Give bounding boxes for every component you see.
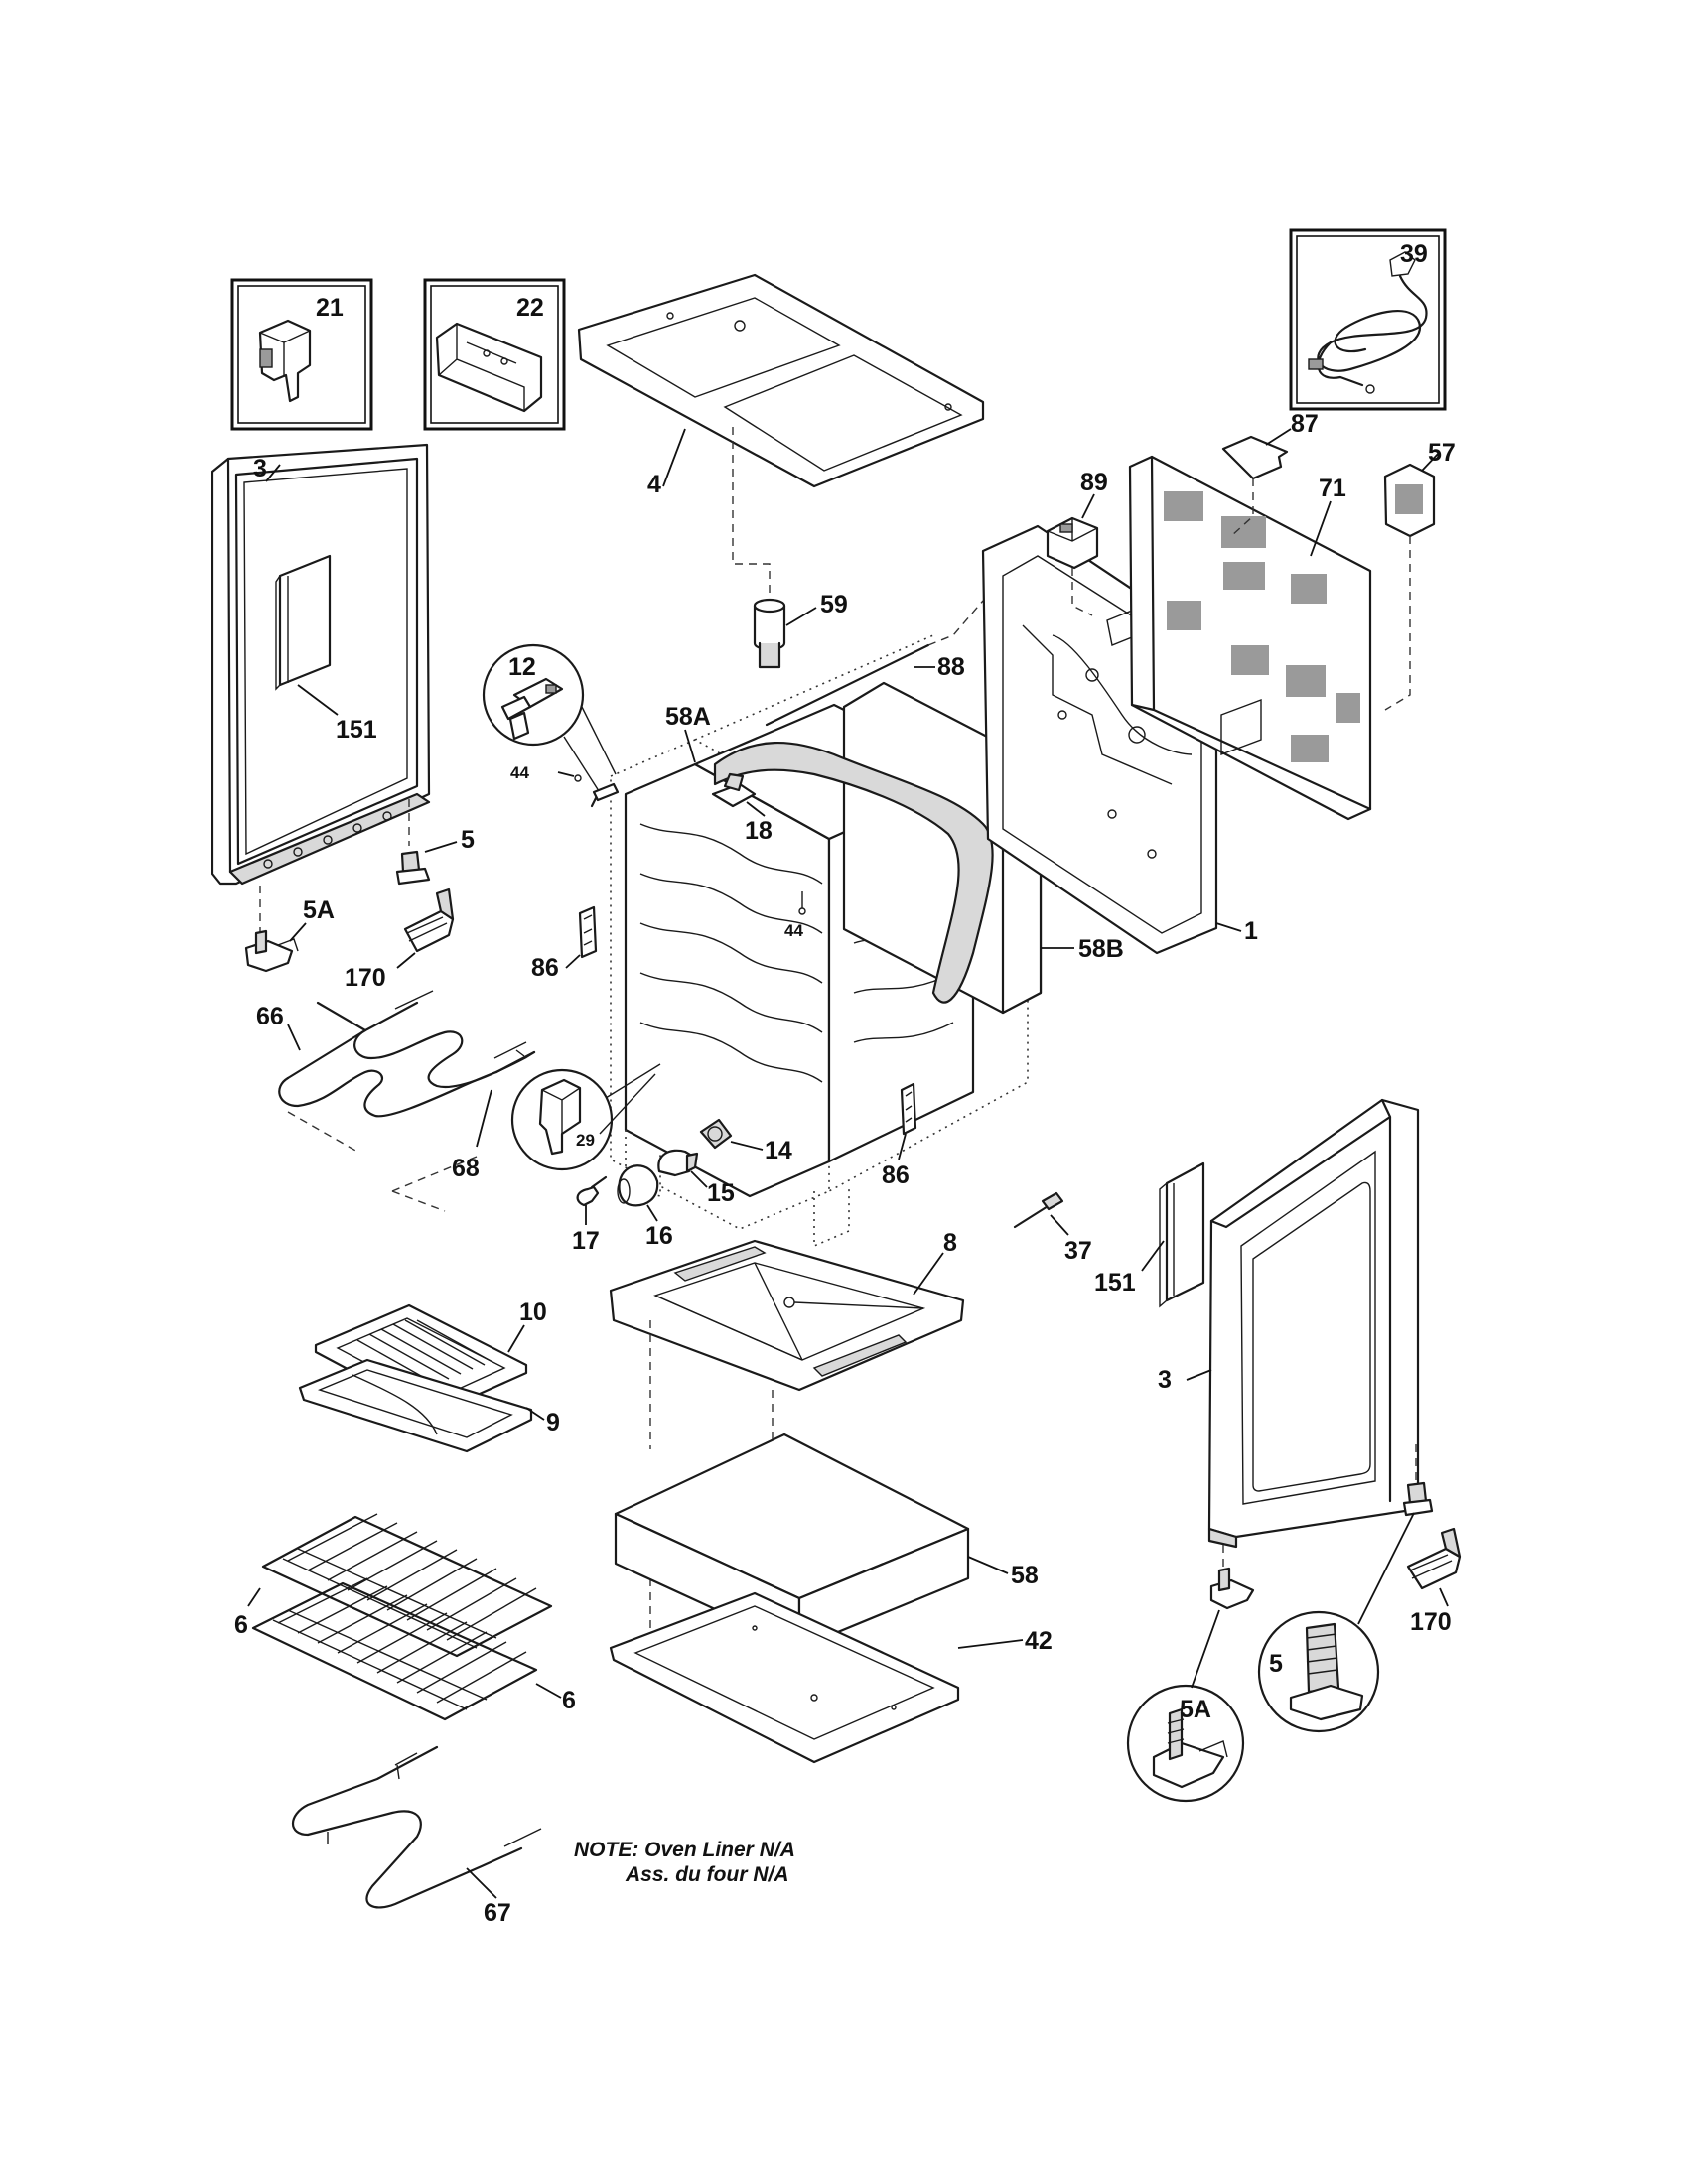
part-label-58b: 58B	[1078, 935, 1124, 963]
part-39-detail-box[interactable]: 39	[1289, 228, 1447, 411]
part-label-59: 59	[820, 591, 848, 618]
leveling-leg-5-left[interactable]	[395, 850, 431, 886]
lens-clip-17[interactable]	[576, 1175, 608, 1207]
leveling-detail-5-right[interactable]: 5	[1257, 1610, 1380, 1733]
vent-slots	[1164, 491, 1360, 762]
part-label-18: 18	[745, 817, 773, 845]
part-label-57: 57	[1428, 439, 1456, 467]
leveling-bracket-5a-left[interactable]	[244, 929, 299, 973]
part-label-58: 58	[1011, 1562, 1039, 1589]
part-label-17: 17	[572, 1227, 600, 1255]
note-line-1: NOTE: Oven Liner N/A	[574, 1839, 795, 1861]
part-label-42: 42	[1025, 1627, 1053, 1655]
note-line-2: Ass. du four N/A	[625, 1863, 789, 1886]
part-label-29: 29	[576, 1131, 595, 1150]
part-label-66: 66	[256, 1003, 284, 1030]
part-label-5-right: 5	[1269, 1650, 1283, 1678]
part-label-4: 4	[647, 471, 661, 498]
cylinder-part-59[interactable]	[753, 598, 786, 669]
part-label-86-right: 86	[882, 1161, 910, 1189]
part-label-21: 21	[316, 294, 344, 322]
cover-plate-57[interactable]	[1383, 463, 1436, 538]
part-label-12: 12	[508, 653, 536, 681]
part-label-6-a: 6	[234, 1611, 248, 1639]
light-bulb-15[interactable]	[657, 1149, 699, 1177]
part-label-6-b: 6	[562, 1687, 576, 1714]
left-panel-bracket-151[interactable]	[275, 554, 332, 691]
part-label-5a-left: 5A	[303, 896, 335, 924]
part-label-170-right: 170	[1410, 1608, 1452, 1636]
part-label-5a-right: 5A	[1180, 1696, 1211, 1723]
power-cord-icon	[1308, 251, 1428, 394]
part-label-14: 14	[765, 1137, 792, 1164]
part-label-9: 9	[546, 1409, 560, 1436]
part-label-3-right: 3	[1158, 1366, 1172, 1394]
part-label-22: 22	[516, 294, 544, 322]
sensor-detail-12[interactable]: 12	[482, 643, 585, 747]
back-cover-71[interactable]	[1128, 455, 1372, 821]
part-label-170-left: 170	[345, 964, 386, 992]
bake-element-67[interactable]	[291, 1745, 542, 1909]
part-label-37: 37	[1064, 1237, 1092, 1265]
part-label-10: 10	[519, 1298, 547, 1326]
part-label-3-left: 3	[253, 455, 267, 482]
broil-element-66[interactable]	[278, 990, 536, 1118]
broiler-pan-9[interactable]	[298, 1358, 533, 1453]
panel-holes	[263, 811, 392, 869]
part-label-5-left: 5	[461, 826, 475, 854]
part-label-68: 68	[452, 1155, 480, 1182]
hinge-receptacle-86-right[interactable]	[900, 1082, 917, 1136]
switch-detail-29[interactable]: 29	[510, 1068, 614, 1171]
part-label-86-left: 86	[531, 954, 559, 982]
part-label-151-left: 151	[336, 716, 377, 744]
part-label-87: 87	[1291, 410, 1319, 438]
leveling-leg-5-right[interactable]	[1402, 1481, 1434, 1517]
hinge-receptacle-86-left[interactable]	[578, 905, 598, 959]
oven-rack-6-upper[interactable]	[261, 1513, 553, 1658]
part-label-39: 39	[1400, 240, 1428, 268]
top-cooktop-support-panel[interactable]	[577, 273, 985, 488]
switch-bracket-icon	[258, 319, 312, 403]
bracket-icon	[435, 322, 543, 413]
leveling-detail-5a-right[interactable]: 5A	[1126, 1684, 1245, 1803]
part-label-8: 8	[943, 1229, 957, 1257]
part-label-1: 1	[1244, 917, 1258, 945]
right-panel-bracket-151[interactable]	[1159, 1161, 1205, 1308]
light-socket-14[interactable]	[699, 1118, 733, 1150]
leveling-bracket-5a-right[interactable]	[1209, 1567, 1255, 1610]
part-label-89: 89	[1080, 469, 1108, 496]
leveling-leg-icon	[1289, 1622, 1364, 1721]
latch-18[interactable]	[711, 772, 757, 808]
bracket-89[interactable]	[1046, 516, 1099, 570]
light-lens-16[interactable]	[617, 1164, 659, 1207]
part-label-15: 15	[707, 1179, 735, 1207]
part-21-detail-box[interactable]: 21	[230, 278, 373, 431]
part-label-71: 71	[1319, 475, 1346, 502]
part-label-67: 67	[484, 1899, 511, 1927]
part-label-151-right: 151	[1094, 1269, 1136, 1297]
right-side-panel[interactable]	[1207, 1098, 1420, 1549]
part-label-44-a: 44	[510, 763, 529, 782]
part-label-16: 16	[645, 1222, 673, 1250]
part-label-44-b: 44	[784, 921, 803, 940]
sensor-icon	[500, 677, 564, 741]
insert-slots	[356, 1319, 493, 1386]
anti-tip-bracket-170-right[interactable]	[1406, 1527, 1462, 1590]
oven-rack-6-lower[interactable]	[251, 1577, 538, 1721]
switch-icon	[538, 1078, 582, 1156]
part-22-detail-box[interactable]: 22	[423, 278, 566, 431]
part-label-88: 88	[937, 653, 965, 681]
anti-tip-bracket-170-left[interactable]	[403, 887, 455, 953]
part-label-58a: 58A	[665, 703, 711, 731]
shield-87[interactable]	[1221, 435, 1289, 480]
bottom-pan-42[interactable]	[609, 1591, 960, 1764]
wire-37[interactable]	[1013, 1191, 1064, 1229]
sensor-probe[interactable]	[590, 782, 620, 808]
oven-bottom-8[interactable]	[609, 1239, 965, 1392]
leveling-bracket-icon	[1152, 1707, 1228, 1789]
